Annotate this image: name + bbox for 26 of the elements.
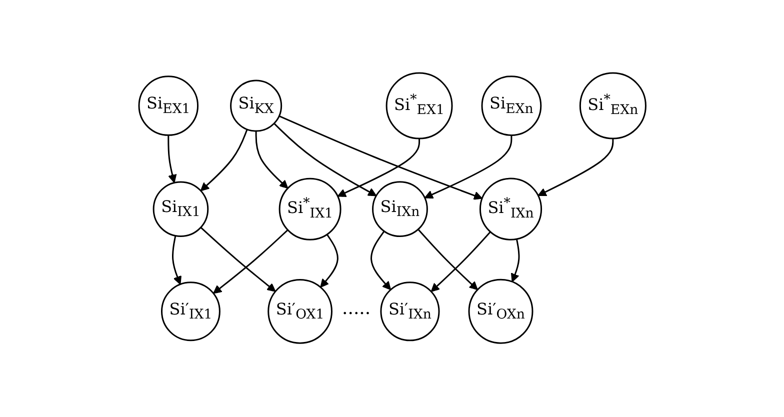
arrow [336, 138, 420, 198]
arrow [278, 116, 482, 200]
arrow [417, 229, 478, 291]
arrow [212, 230, 288, 294]
arrow [430, 232, 491, 292]
arrow [424, 136, 512, 200]
arrow [200, 227, 276, 292]
arrow [370, 231, 391, 291]
arrow [254, 131, 288, 190]
arrow [167, 136, 176, 184]
arrow [537, 139, 614, 196]
node-circle: Si′$_{OX1}$ [267, 279, 332, 344]
node-circle: Si$_{IXn}$ [372, 182, 428, 238]
node-circle: Si$_{EX1}$ [138, 76, 198, 136]
node-circle: Si′$_{OXn}$ [468, 279, 533, 344]
ellipsis-label: ..... [342, 298, 371, 319]
arrow [200, 130, 248, 192]
arrow [320, 234, 338, 288]
node-circle: Si$_{IX1}$ [152, 182, 208, 238]
node-circle: Si′$_{IXn}$ [380, 282, 440, 342]
arrow [172, 236, 182, 286]
arrow [510, 239, 520, 283]
node-circle: Si$_{KX}$ [230, 80, 282, 132]
node-circle: Si$_{EXn}$ [480, 76, 542, 136]
arrow [273, 123, 376, 197]
node-circle: Si′$_{IX1}$ [160, 282, 220, 342]
